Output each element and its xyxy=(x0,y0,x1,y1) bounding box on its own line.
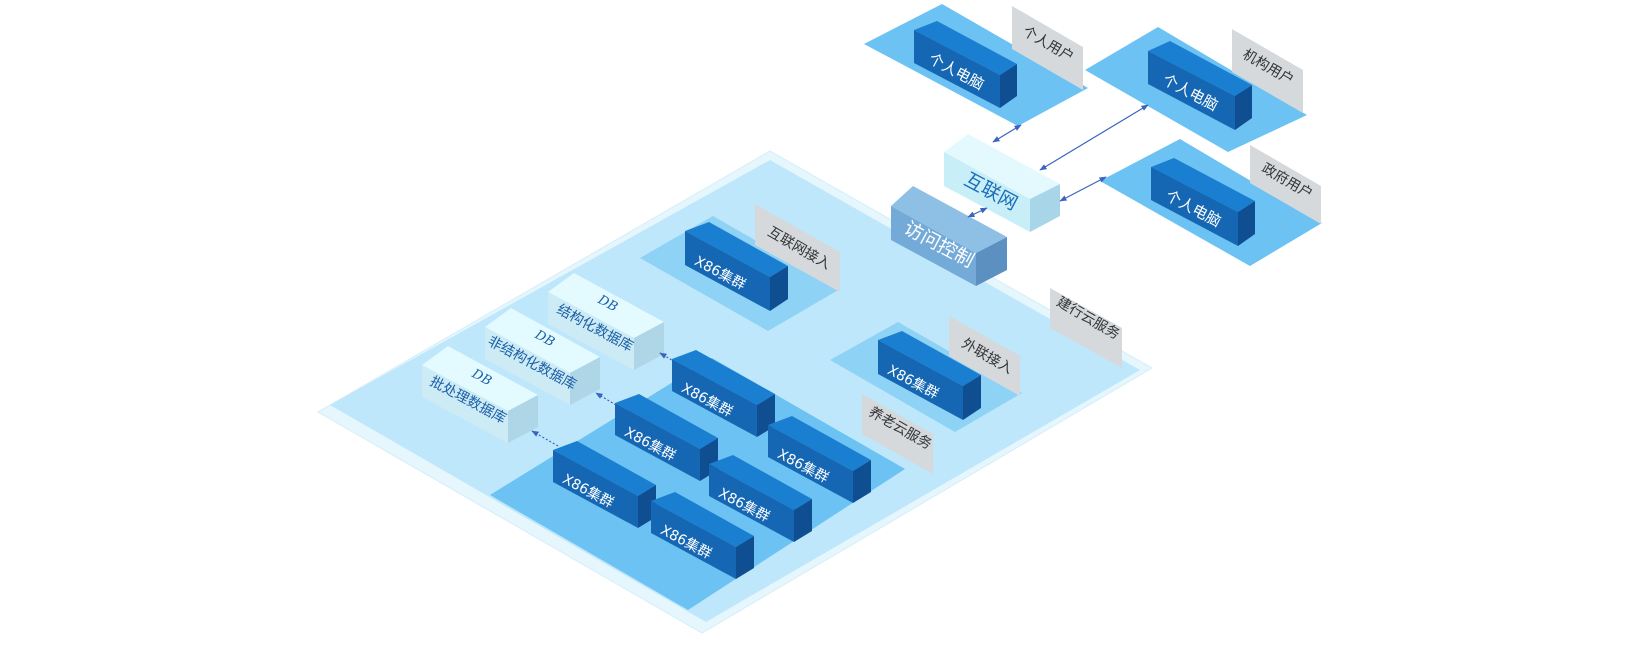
arrow-personal-internet xyxy=(992,124,1022,143)
cluster-external-access[interactable]: X86集群 xyxy=(878,331,981,420)
db-unstructured[interactable]: DB 非结构化数据库 xyxy=(485,308,600,405)
internet-node[interactable]: 互联网 xyxy=(944,134,1060,232)
link-db-batch xyxy=(531,430,559,447)
arrow-institution-internet xyxy=(1039,104,1149,171)
arrow-government-internet xyxy=(1059,176,1107,202)
arrow-internet-access xyxy=(967,207,988,218)
db-batch[interactable]: DB 批处理数据库 xyxy=(422,346,538,443)
cluster-box-2[interactable]: X86集群 xyxy=(615,394,718,481)
pc-box-institution[interactable]: 个人电脑 xyxy=(1148,41,1252,130)
zone-elder-care-service xyxy=(490,358,905,610)
connection-arrows xyxy=(967,104,1149,218)
link-db-structured xyxy=(659,352,676,363)
cluster-internet-access[interactable]: X86集群 xyxy=(685,222,788,311)
db-links xyxy=(531,352,676,447)
db-structured[interactable]: DB 结构化数据库 xyxy=(548,273,664,370)
